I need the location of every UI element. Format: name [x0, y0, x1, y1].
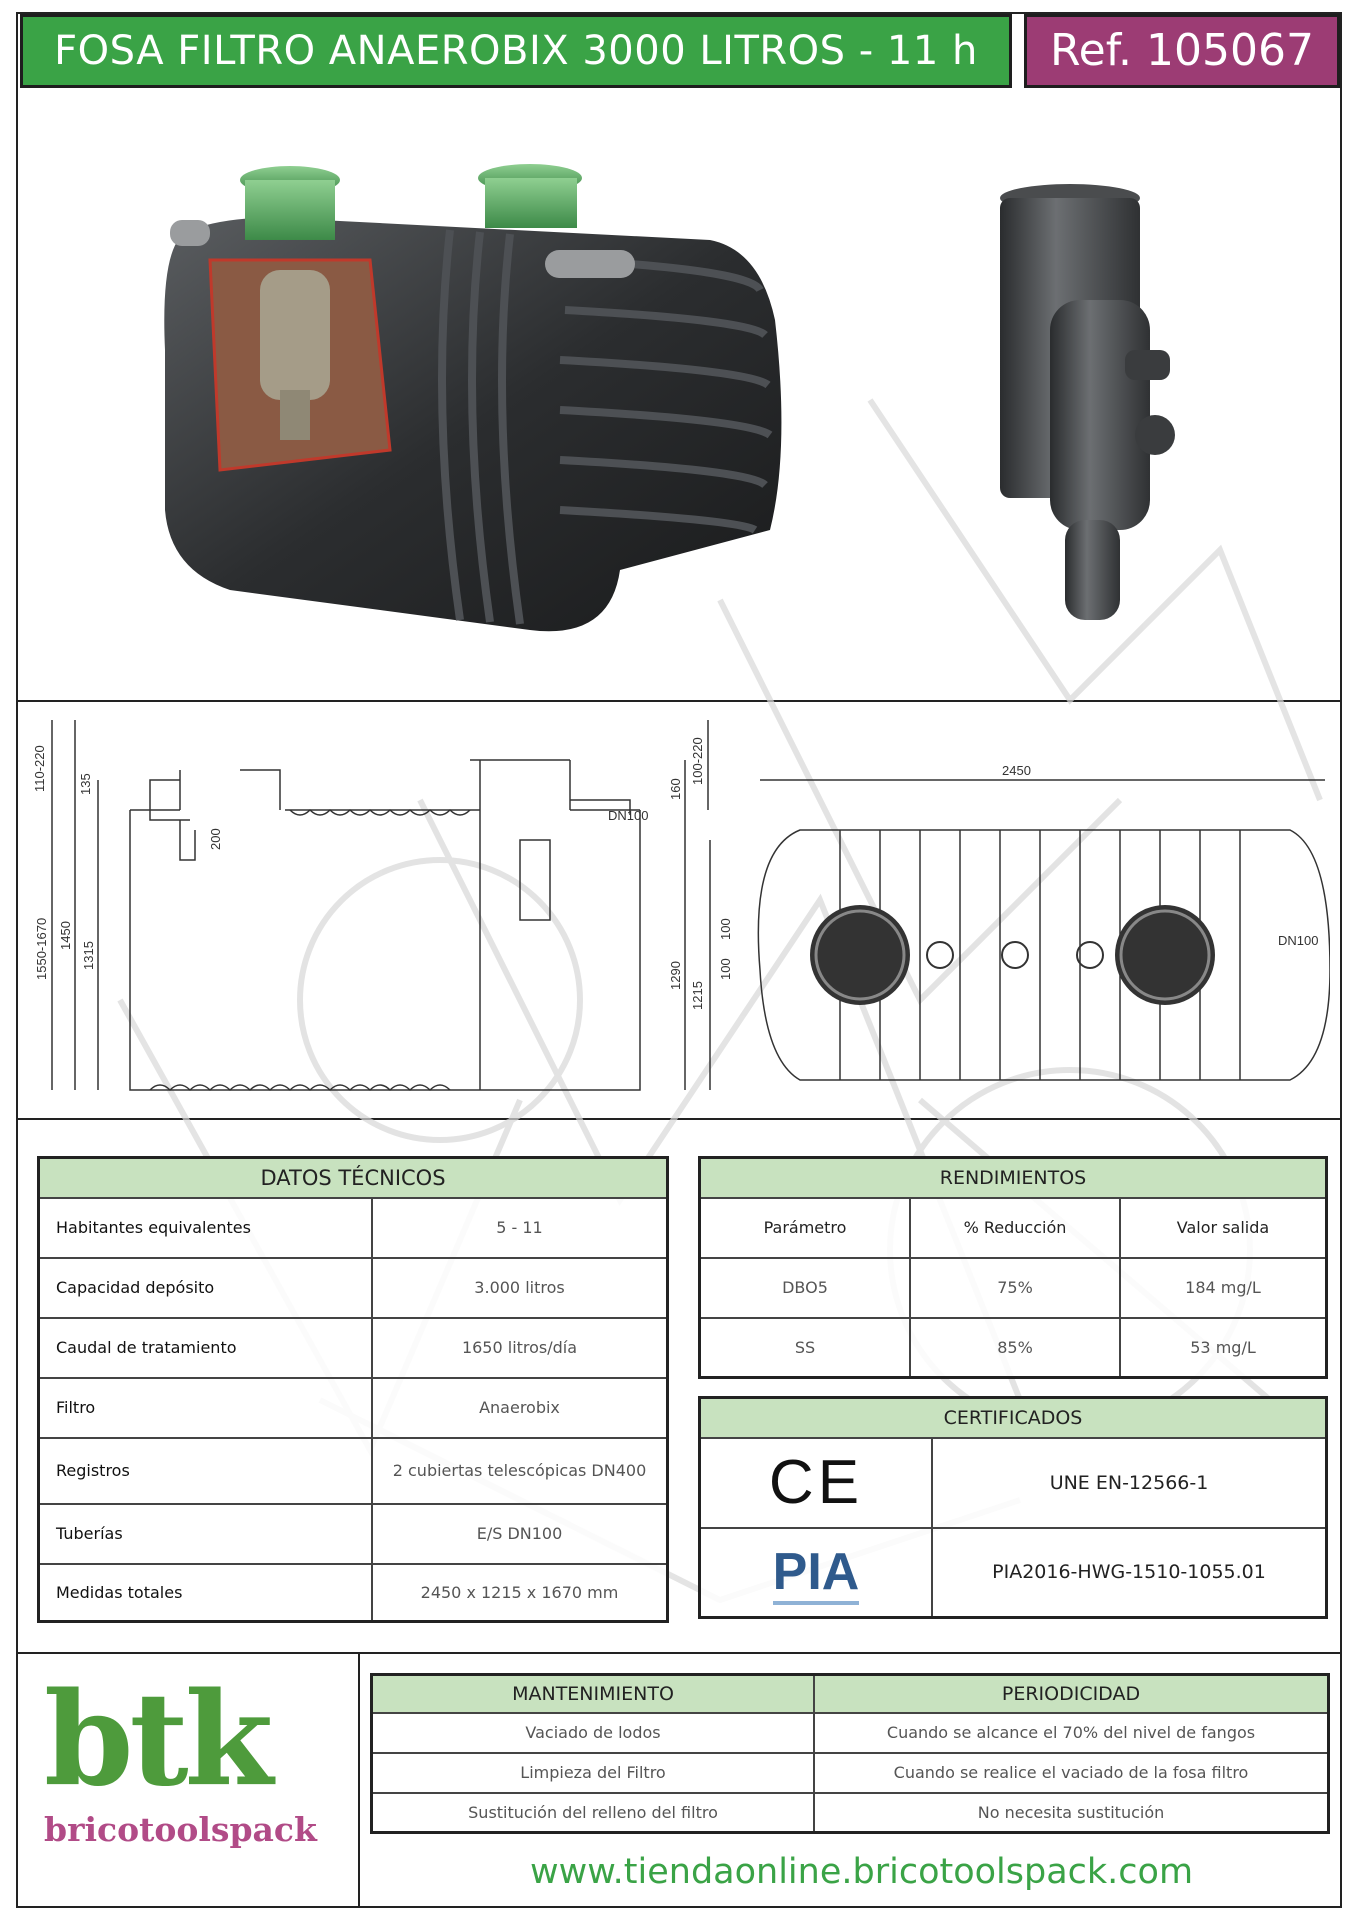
column-header: MANTENIMIENTO — [370, 1673, 815, 1714]
logo-main-text: btk — [44, 1665, 273, 1815]
logo-sub-text: bricotoolspack — [44, 1810, 317, 1849]
tank-render — [164, 164, 782, 632]
ce-mark-icon: CE — [768, 1448, 864, 1517]
divider-drawings — [16, 1118, 1342, 1120]
table-cell: Vaciado de lodos — [370, 1711, 815, 1754]
table-row: Filtro Anaerobix — [37, 1376, 669, 1439]
row-value: Anaerobix — [371, 1376, 669, 1439]
column-header: % Reducción — [909, 1196, 1121, 1259]
row-value: 1650 litros/día — [371, 1316, 669, 1379]
divider-logo — [358, 1654, 360, 1906]
cert-logo-cell: PIA — [698, 1526, 933, 1619]
dim-label: 160 — [668, 778, 683, 800]
table-row: Limpieza del Filtro Cuando se realice el… — [370, 1751, 1330, 1794]
datos-tecnicos-table: DATOS TÉCNICOS Habitantes equivalentes 5… — [37, 1156, 669, 1623]
table-row: CE UNE EN-12566-1 — [698, 1436, 1328, 1529]
product-reference: Ref. 105067 — [1024, 14, 1340, 88]
row-value: 5 - 11 — [371, 1196, 669, 1259]
table-cell: Cuando se realice el vaciado de la fosa … — [813, 1751, 1330, 1794]
top-view-drawing: 2450 DN100 100 100 1215 — [690, 763, 1330, 1090]
table-cell: DBO5 — [698, 1256, 911, 1319]
dim-label: DN100 — [1278, 933, 1318, 948]
dim-label: 135 — [78, 773, 93, 795]
table-row: Sustitución del relleno del filtro No ne… — [370, 1791, 1330, 1834]
table-row: Caudal de tratamiento 1650 litros/día — [37, 1316, 669, 1379]
table-cell: SS — [698, 1316, 911, 1379]
row-label: Medidas totales — [37, 1562, 373, 1623]
table-row: DBO5 75% 184 mg/L — [698, 1256, 1328, 1319]
table-cell: 53 mg/L — [1119, 1316, 1328, 1379]
column-header: PERIODICIDAD — [813, 1673, 1330, 1714]
product-title: FOSA FILTRO ANAEROBIX 3000 LITROS - 11 h — [20, 14, 1012, 88]
dim-label: 100-220 — [690, 737, 705, 785]
website-link[interactable]: www.tiendaonline.bricotoolspack.com — [530, 1852, 1194, 1892]
table-row: Habitantes equivalentes 5 - 11 — [37, 1196, 669, 1259]
row-value: 2 cubiertas telescópicas DN400 — [371, 1436, 669, 1505]
table-row: Capacidad depósito 3.000 litros — [37, 1256, 669, 1319]
side-view-drawing: 110-220 135 1550-1670 1450 1315 200 DN10… — [32, 720, 709, 1092]
row-value: 3.000 litros — [371, 1256, 669, 1319]
table-cell: Sustitución del relleno del filtro — [370, 1791, 815, 1834]
certificados-title: CERTIFICADOS — [698, 1396, 1328, 1439]
table-row: Medidas totales 2450 x 1215 x 1670 mm — [37, 1562, 669, 1623]
dim-label: 1215 — [690, 981, 705, 1010]
datos-tecnicos-title: DATOS TÉCNICOS — [37, 1156, 669, 1199]
row-label: Capacidad depósito — [37, 1256, 373, 1319]
rendimientos-table: RENDIMIENTOS Parámetro % Reducción Valor… — [698, 1156, 1328, 1379]
mantenimiento-table: MANTENIMIENTO PERIODICIDAD Vaciado de lo… — [370, 1673, 1330, 1834]
certificados-table: CERTIFICADOS CE UNE EN-12566-1 PIA PIA20… — [698, 1396, 1328, 1619]
page-frame — [16, 12, 1342, 1908]
divider-images — [16, 700, 1342, 702]
row-label: Habitantes equivalentes — [37, 1196, 373, 1259]
table-row: Tuberías E/S DN100 — [37, 1502, 669, 1565]
dim-label: 100 — [718, 958, 733, 980]
table-row: Registros 2 cubiertas telescópicas DN400 — [37, 1436, 669, 1505]
table-row: PIA PIA2016-HWG-1510-1055.01 — [698, 1526, 1328, 1619]
dim-label: 1290 — [668, 961, 683, 990]
row-value: 2450 x 1215 x 1670 mm — [371, 1562, 669, 1623]
row-value: E/S DN100 — [371, 1502, 669, 1565]
table-cell: 75% — [909, 1256, 1121, 1319]
column-header: Parámetro — [698, 1196, 911, 1259]
row-label: Tuberías — [37, 1502, 373, 1565]
dim-label: 200 — [208, 828, 223, 850]
row-label: Caudal de tratamiento — [37, 1316, 373, 1379]
divider-tables — [16, 1652, 1342, 1654]
table-cell: Cuando se alcance el 70% del nivel de fa… — [813, 1711, 1330, 1754]
row-label: Filtro — [37, 1376, 373, 1439]
table-row: Vaciado de lodos Cuando se alcance el 70… — [370, 1711, 1330, 1754]
table-cell: No necesita sustitución — [813, 1791, 1330, 1834]
btk-logo: btk bricotoolspack — [40, 1665, 340, 1860]
dim-label: 1450 — [58, 921, 73, 950]
dim-label: 1550-1670 — [34, 918, 49, 980]
dim-label: 100 — [718, 918, 733, 940]
dim-label: 2450 — [1002, 763, 1031, 778]
table-cell: Limpieza del Filtro — [370, 1751, 815, 1794]
cert-value: UNE EN-12566-1 — [931, 1436, 1328, 1529]
table-cell: 184 mg/L — [1119, 1256, 1328, 1319]
cert-value: PIA2016-HWG-1510-1055.01 — [931, 1526, 1328, 1619]
rendimientos-title: RENDIMIENTOS — [698, 1156, 1328, 1199]
table-header-row: Parámetro % Reducción Valor salida — [698, 1196, 1328, 1259]
table-cell: 85% — [909, 1316, 1121, 1379]
row-label: Registros — [37, 1436, 373, 1505]
pia-logo-icon: PIA — [772, 1543, 860, 1606]
dim-label: 110-220 — [32, 745, 47, 792]
filter-render — [1000, 184, 1175, 620]
cert-logo-cell: CE — [698, 1436, 933, 1529]
dim-label: DN100 — [608, 808, 648, 823]
column-header: Valor salida — [1119, 1196, 1328, 1259]
dim-label: 1315 — [81, 941, 96, 970]
table-row: SS 85% 53 mg/L — [698, 1316, 1328, 1379]
